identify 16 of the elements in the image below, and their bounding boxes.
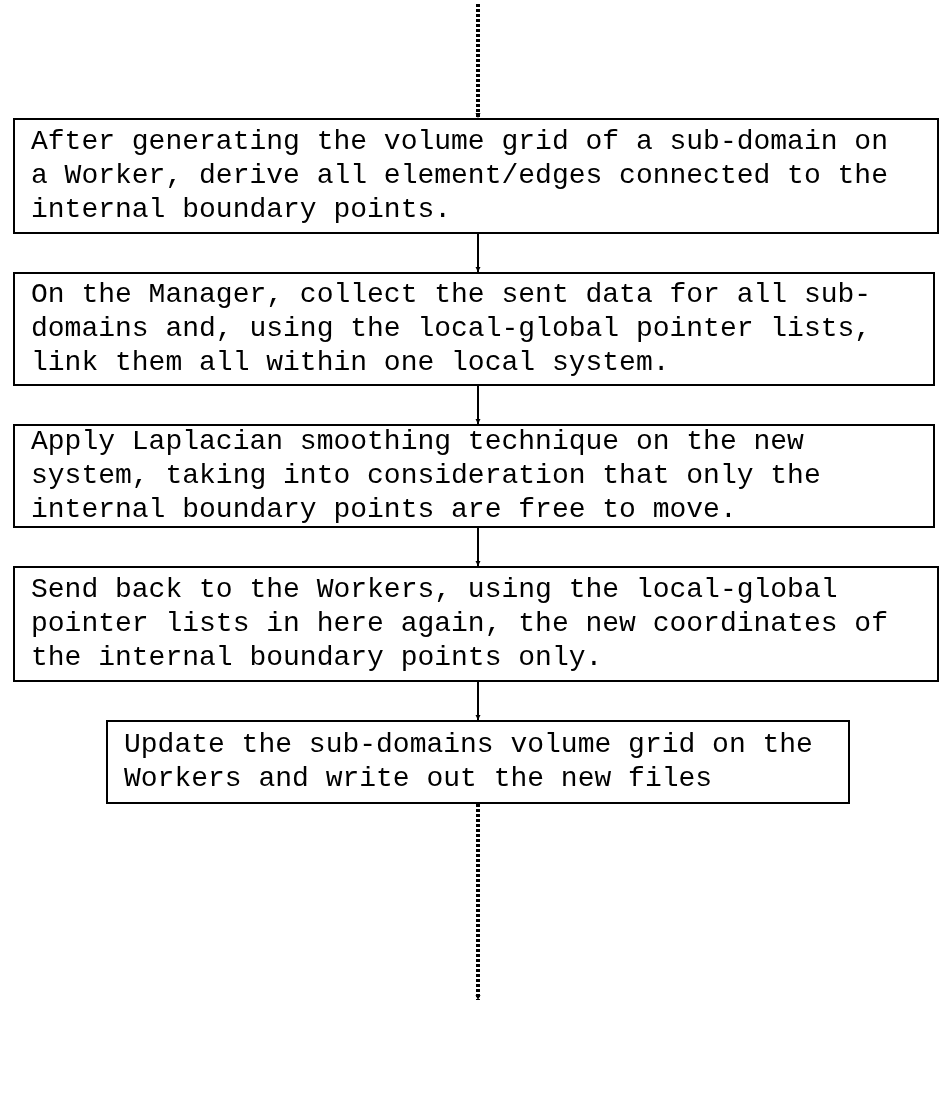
arrow <box>475 804 481 1000</box>
arrow <box>475 385 481 425</box>
process-box <box>13 118 939 234</box>
step-text: Update the sub-domains volume grid on the Workers and write out the new files <box>124 728 814 796</box>
process-box <box>13 424 935 528</box>
step-text: Send back to the Workers, using the local-global pointer lists in here again, the new coordinates of the internal boundary points only. <box>31 573 889 675</box>
step-text: Apply Laplacian smoothing technique on the new system, taking into consideration that only the internal boundary points are free to move. <box>31 425 822 527</box>
arrow <box>475 4 481 118</box>
arrow <box>475 527 481 567</box>
process-box <box>106 720 850 804</box>
arrow <box>475 233 481 273</box>
process-box <box>13 272 935 386</box>
step-text: After generating the volume grid of a sub-domain on a Worker, derive all element/edges connected to the internal boundary points. <box>31 125 889 227</box>
step-text: On the Manager, collect the sent data for all sub-domains and, using the local-global pointer lists, link them all within one local system. <box>31 278 873 380</box>
process-box <box>13 566 939 682</box>
arrow <box>475 681 481 721</box>
